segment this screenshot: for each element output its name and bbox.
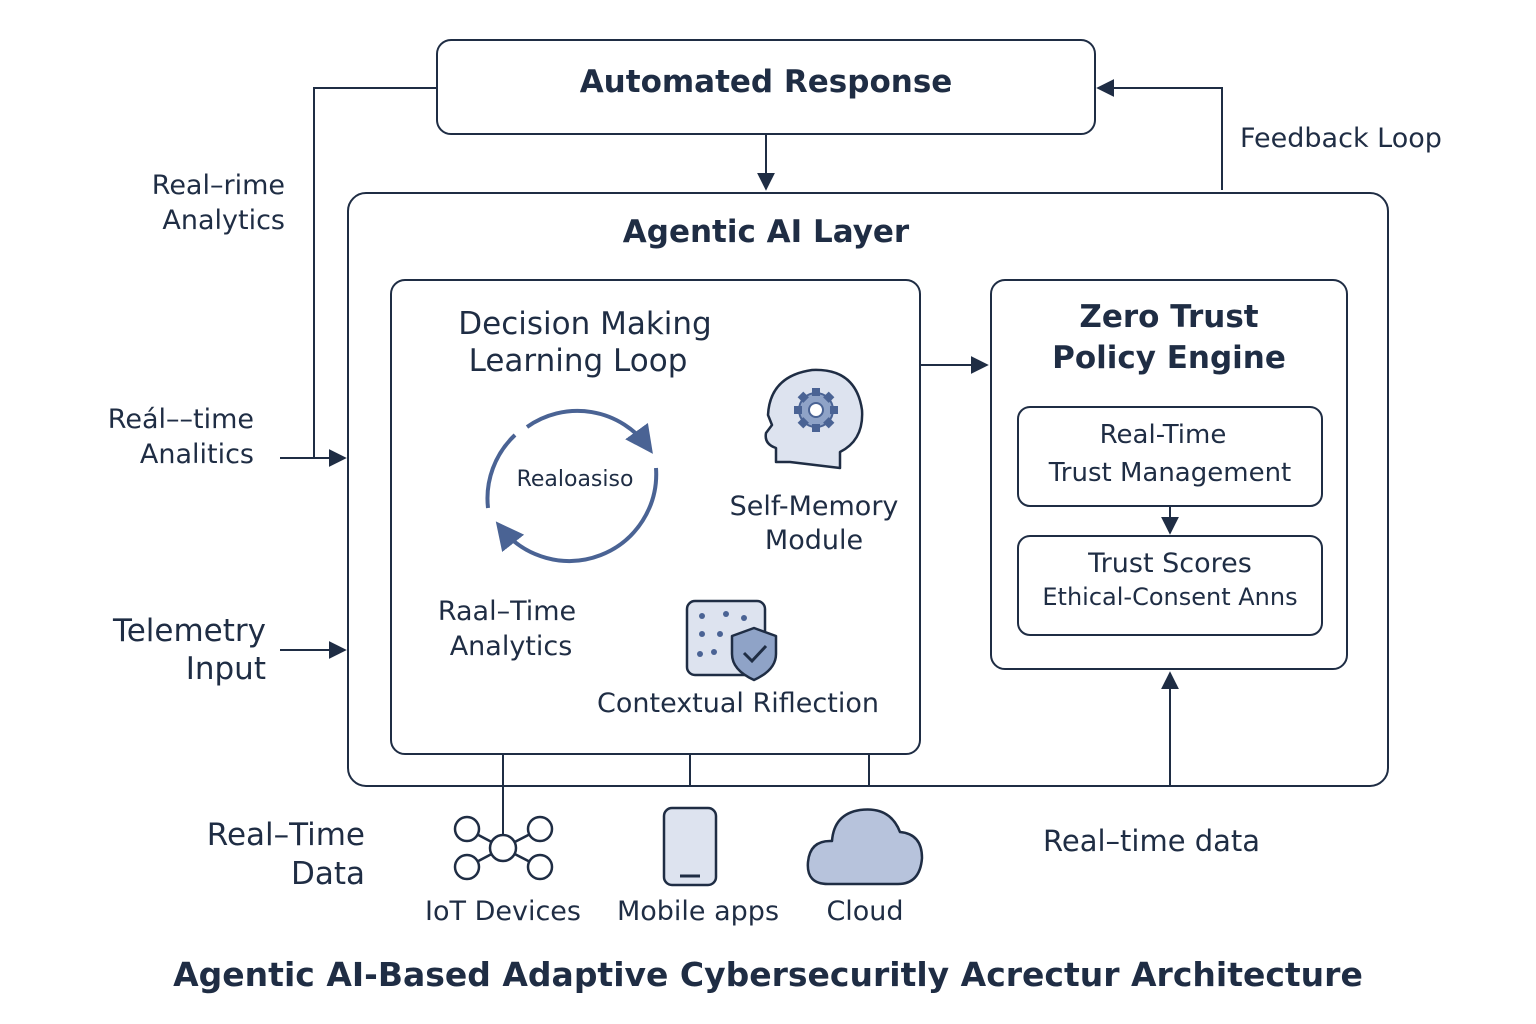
- decision-title-line1: Decision Making: [458, 306, 712, 342]
- decision-title-line2: Learning Loop: [468, 343, 688, 379]
- trust-scores-line1: Trust Scores: [1088, 548, 1252, 579]
- mobile-apps-label: Mobile apps: [616, 896, 780, 927]
- zero-trust-title-line2: Policy Engine: [1052, 340, 1286, 376]
- iot-devices-label: IoT Devices: [425, 896, 581, 927]
- automated-response-label: Automated Response: [579, 64, 953, 100]
- left-loop-line: [313, 87, 437, 458]
- cloud-label: Cloud: [826, 896, 904, 927]
- feedback-loop-label: Feedback Loop: [1240, 123, 1442, 154]
- brain-gear-icon: [764, 368, 864, 470]
- trust-mgmt-line2: Trust Management: [1048, 458, 1292, 488]
- trust-scores-line2: Ethical-Consent Anns: [1042, 583, 1298, 611]
- telemetry-line2: Input: [185, 651, 266, 687]
- left-data-line2: Data: [290, 856, 365, 892]
- cycle-label: Realoasiso: [516, 467, 634, 492]
- left-data-line1: Real–Time: [206, 817, 365, 853]
- iot-network-icon: [453, 815, 554, 881]
- decision-analytics-line1: Raal–Time: [437, 596, 577, 627]
- feedback-loop-arrow: [1096, 79, 1223, 190]
- decision-analytics-line2: Analytics: [449, 631, 573, 662]
- left-analytics-mid-line1: Reál––time: [107, 404, 254, 435]
- trust-mgmt-line1: Real-Time: [1099, 420, 1227, 450]
- reflection-label: Contextual Riflection: [597, 688, 879, 719]
- trust-scores-box: [1017, 535, 1323, 636]
- memory-label-line1: Self-Memory: [729, 491, 899, 522]
- zero-trust-title-line1: Zero Trust: [1079, 299, 1259, 335]
- memory-label-line2: Module: [764, 525, 864, 556]
- contextual-reflection-icon: [685, 599, 778, 682]
- zero-trust-box: [990, 279, 1348, 670]
- left-analytics-mid-line2: Analitics: [139, 439, 254, 470]
- left-analytics-top-line1: Real–rime: [151, 170, 285, 201]
- diagram-title: Agentic AI-Based Adaptive Cybersecuritly…: [173, 955, 1363, 994]
- learning-cycle-icon: [485, 408, 659, 563]
- connectors: [280, 79, 1223, 836]
- realtime-data-label: Real–time data: [1043, 824, 1261, 858]
- cloud-icon: [806, 808, 924, 886]
- left-analytics-top-line2: Analytics: [162, 205, 285, 236]
- decision-making-box: [390, 279, 921, 755]
- mobile-phone-icon: [662, 806, 718, 887]
- telemetry-line1: Telemetry: [113, 613, 266, 649]
- agentic-layer-label: Agentic AI Layer: [622, 214, 910, 250]
